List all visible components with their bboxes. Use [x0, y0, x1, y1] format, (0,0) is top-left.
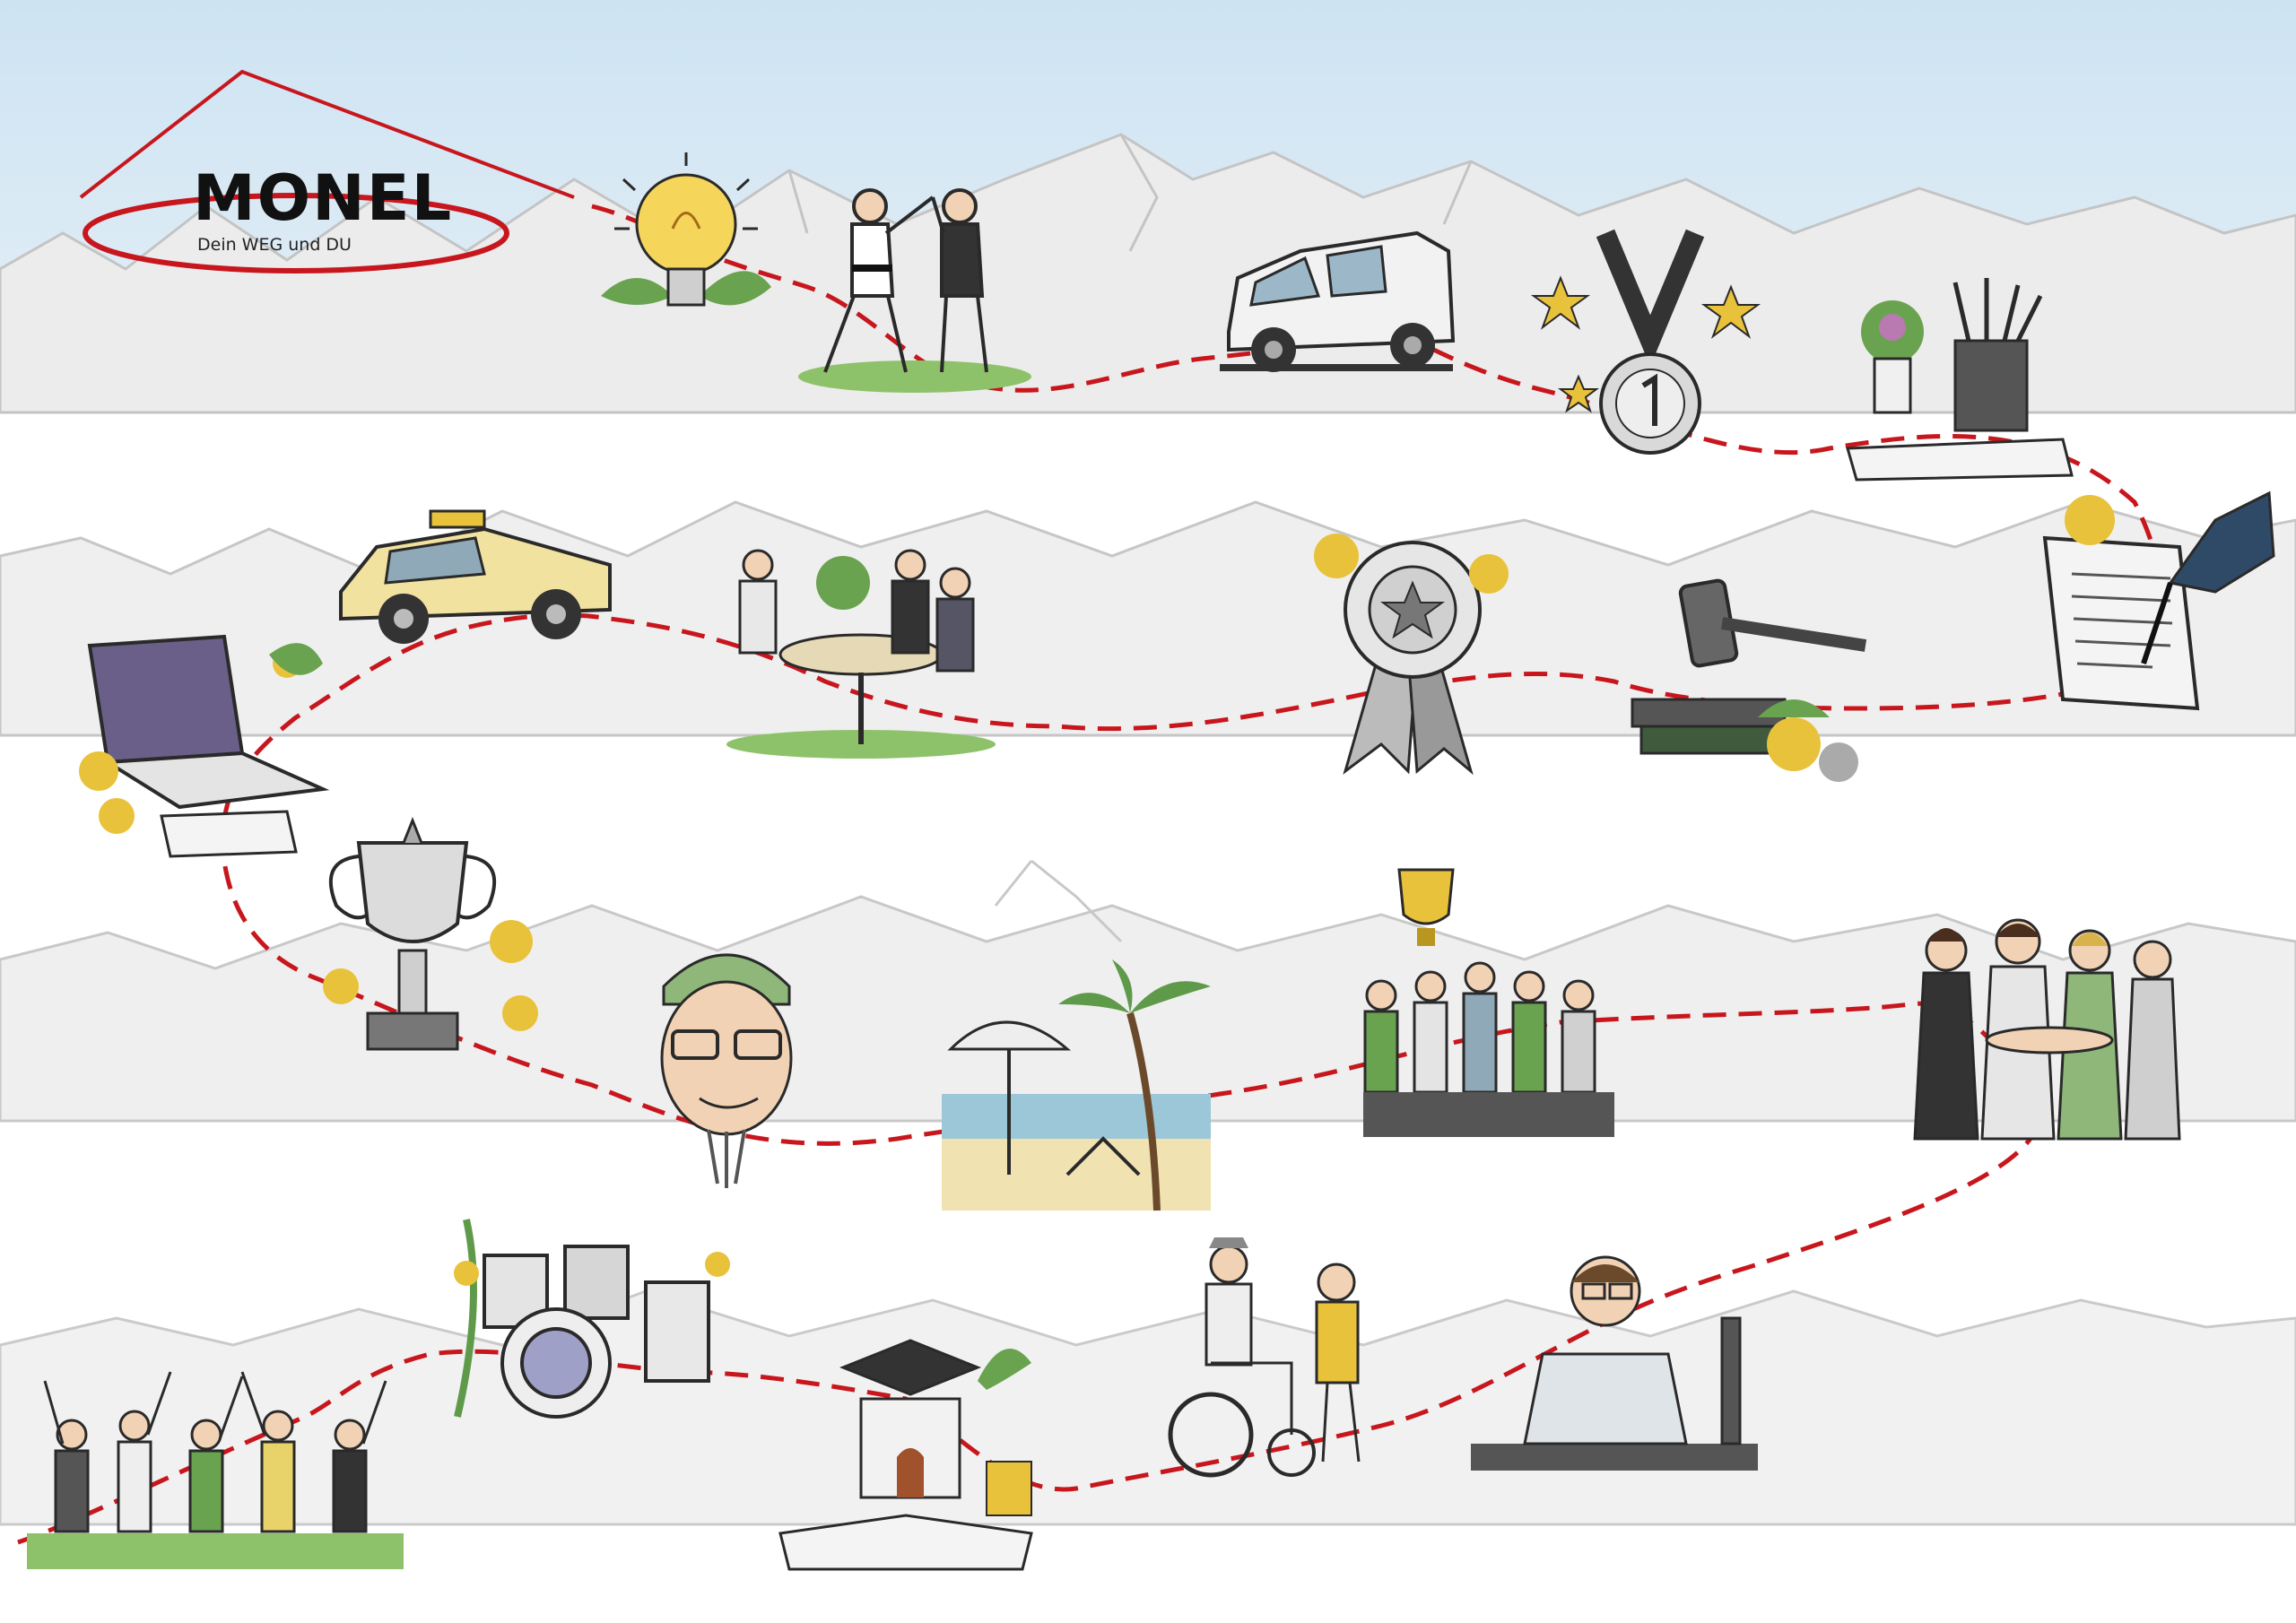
- party-icon: [27, 1354, 404, 1569]
- man-portrait-icon: [646, 933, 807, 1193]
- pencil-cup-icon: [1839, 278, 2081, 484]
- contract-signing-icon: [2036, 484, 2278, 717]
- women-team-icon: [1901, 906, 2188, 1157]
- trophy-icon: [305, 807, 556, 1076]
- medal-icon: [1525, 224, 1776, 466]
- mountain-range-1: [0, 133, 2296, 414]
- gavel-icon: [1614, 556, 1874, 789]
- graduate-icon: [1471, 1237, 1758, 1471]
- brand-title: MONEL: [193, 161, 454, 235]
- team-trophy-icon: [1345, 861, 1632, 1148]
- laptop-icon: [63, 628, 332, 861]
- lightbulb-icon: [583, 143, 789, 341]
- brand-logo: MONEL Dein WEG und DU: [63, 63, 601, 305]
- drums-icon: [448, 1211, 735, 1435]
- rosette-icon: [1300, 511, 1525, 780]
- brand-subtitle: Dein WEG und DU: [197, 235, 352, 255]
- logo-roof-ring: [79, 69, 575, 273]
- van-icon: [1202, 197, 1471, 395]
- beach-icon: [933, 959, 1220, 1219]
- taxi-icon: [323, 493, 628, 655]
- wheelchair-icon: [1157, 1228, 1408, 1488]
- karate-icon: [789, 170, 1040, 395]
- graduation-house-icon: [762, 1327, 1049, 1578]
- meeting-icon: [718, 529, 1004, 762]
